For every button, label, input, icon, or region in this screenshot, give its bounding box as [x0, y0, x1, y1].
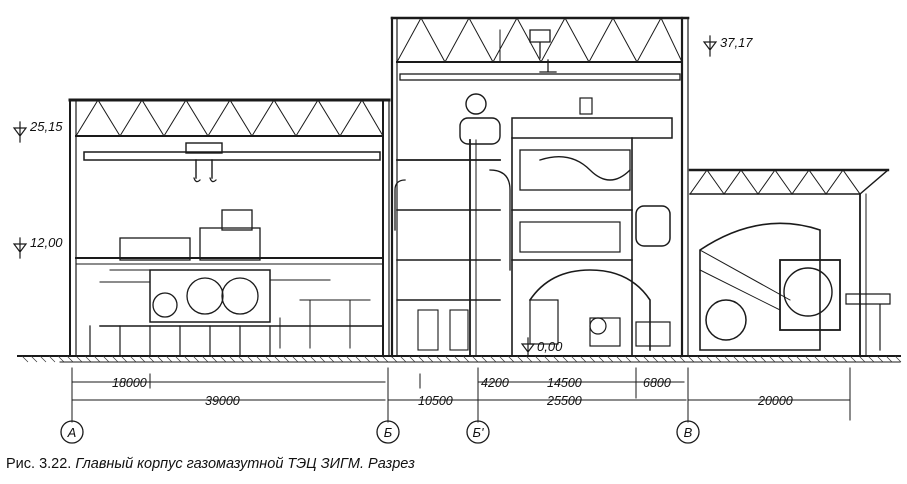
- elevation-markers: 25,15 12,00 37,17 0,00: [12, 35, 753, 357]
- axis-a: А: [67, 425, 77, 440]
- ground: [17, 355, 902, 363]
- dim-39000: 39000: [205, 394, 240, 408]
- dim-14500: 14500: [547, 376, 582, 390]
- dim-6800: 6800: [643, 376, 671, 390]
- deaerator-bay: [390, 16, 690, 358]
- dim-20000: 20000: [757, 394, 793, 408]
- elevation-25-15: 25,15: [29, 119, 63, 134]
- axis-b: Б: [384, 425, 393, 440]
- figure-caption: Рис. 3.22. Главный корпус газомазутной Т…: [6, 456, 415, 472]
- elevation-12-00: 12,00: [30, 235, 63, 250]
- dim-10500: 10500: [418, 394, 453, 408]
- dim-4200: 4200: [481, 376, 509, 390]
- caption-figure-number: Рис. 3.22.: [6, 456, 72, 472]
- dim-25500: 25500: [546, 394, 582, 408]
- axis-v: В: [684, 425, 693, 440]
- axis-labels: А Б Б' В: [60, 419, 700, 444]
- fan-area: [688, 168, 891, 357]
- boiler-house: [511, 16, 689, 358]
- axis-b-prime: Б': [473, 425, 484, 440]
- elevation-0-00: 0,00: [537, 339, 563, 354]
- caption-text: Главный корпус газомазутной ТЭЦ ЗИГМ. Ра…: [75, 456, 415, 472]
- elevation-37-17: 37,17: [720, 35, 753, 50]
- dimension-lines: 18000 39000 10500 4200 14500 6800 25500 …: [71, 367, 851, 421]
- turbine-hall: [68, 98, 391, 357]
- dim-18000: 18000: [112, 376, 147, 390]
